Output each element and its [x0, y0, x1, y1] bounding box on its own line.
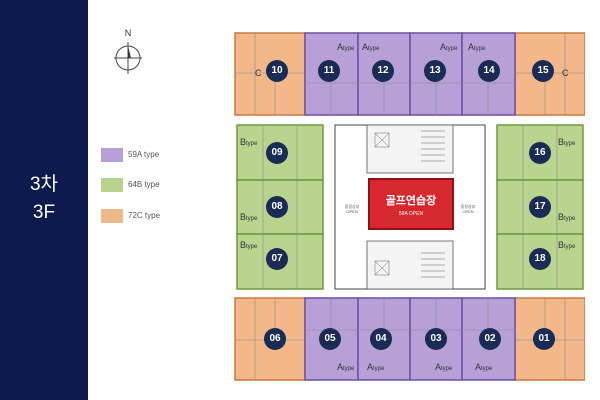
compass-icon	[114, 42, 142, 74]
core-open-label-left: 중정상부 OPEN	[344, 204, 360, 214]
legend-label: 59A type	[128, 150, 160, 159]
room-partitions	[235, 33, 585, 380]
golf-practice-sub: 59A OPEN	[398, 211, 424, 217]
unit-badge-17[interactable]: 17	[529, 196, 551, 218]
golf-practice-label: 골프연습장	[385, 195, 437, 207]
type-label-unit-04: Atype	[367, 362, 385, 372]
type-label-unit-05: Atype	[337, 362, 355, 372]
north-compass: N	[112, 28, 144, 76]
legend-swatch	[101, 209, 123, 223]
unit-badge-10[interactable]: 10	[266, 60, 288, 82]
unit-badge-06[interactable]: 06	[264, 328, 286, 350]
type-label-unit-02: Atype	[475, 362, 493, 372]
legend-label: 72C type	[128, 211, 161, 220]
unit-06-area	[234, 297, 306, 381]
unit-badge-07[interactable]: 07	[266, 248, 288, 270]
core-open-label-right: 중정상부 OPEN	[460, 204, 476, 214]
legend-label: 64B type	[128, 180, 160, 189]
floor-label: 3F	[32, 202, 56, 223]
type-label-unit-13: Atype	[440, 42, 458, 52]
sidebar-panel: 3차 3F	[0, 0, 88, 400]
type-label-unit-07: Btype	[240, 240, 258, 250]
unit-badge-04[interactable]: 04	[370, 328, 392, 350]
unit-badge-14[interactable]: 14	[478, 60, 500, 82]
unit-badge-13[interactable]: 13	[424, 60, 446, 82]
unit-badge-05[interactable]: 05	[319, 328, 341, 350]
type-label-unit-03: Atype	[435, 362, 453, 372]
building-label: 3차	[29, 174, 59, 195]
legend-swatch	[101, 148, 123, 162]
unit-badge-16[interactable]: 16	[529, 142, 551, 164]
unit-badge-08[interactable]: 08	[266, 196, 288, 218]
unit-badge-03[interactable]: 03	[425, 328, 447, 350]
type-label-unit-12: Atype	[362, 42, 380, 52]
unit-badge-02[interactable]: 02	[479, 328, 501, 350]
unit-badge-15[interactable]: 15	[532, 60, 554, 82]
floor-plan	[234, 32, 585, 381]
compass-north-label: N	[124, 28, 132, 38]
type-label-unit-09: Btype	[240, 137, 258, 147]
unit-badge-11[interactable]: 11	[318, 60, 340, 82]
type-label-unit-14: Atype	[468, 42, 486, 52]
type-label-unit-11: Atype	[337, 42, 355, 52]
type-label-unit-08: Btype	[240, 212, 258, 222]
unit-badge-09[interactable]: 09	[266, 142, 288, 164]
type-label-unit-18: Btype	[558, 240, 576, 250]
type-label-unit-10: C	[255, 68, 262, 78]
golf-practice-room: 골프연습장 59A OPEN	[368, 178, 454, 230]
type-label-unit-16: Btype	[558, 137, 576, 147]
legend-swatch	[101, 178, 123, 192]
unit-02-area	[461, 297, 516, 381]
unit-badge-01[interactable]: 01	[533, 328, 555, 350]
type-label-unit-17: Btype	[558, 212, 576, 222]
type-label-unit-15: C	[562, 68, 569, 78]
unit-badge-12[interactable]: 12	[372, 60, 394, 82]
unit-badge-18[interactable]: 18	[529, 248, 551, 270]
stair-treads	[374, 130, 445, 278]
